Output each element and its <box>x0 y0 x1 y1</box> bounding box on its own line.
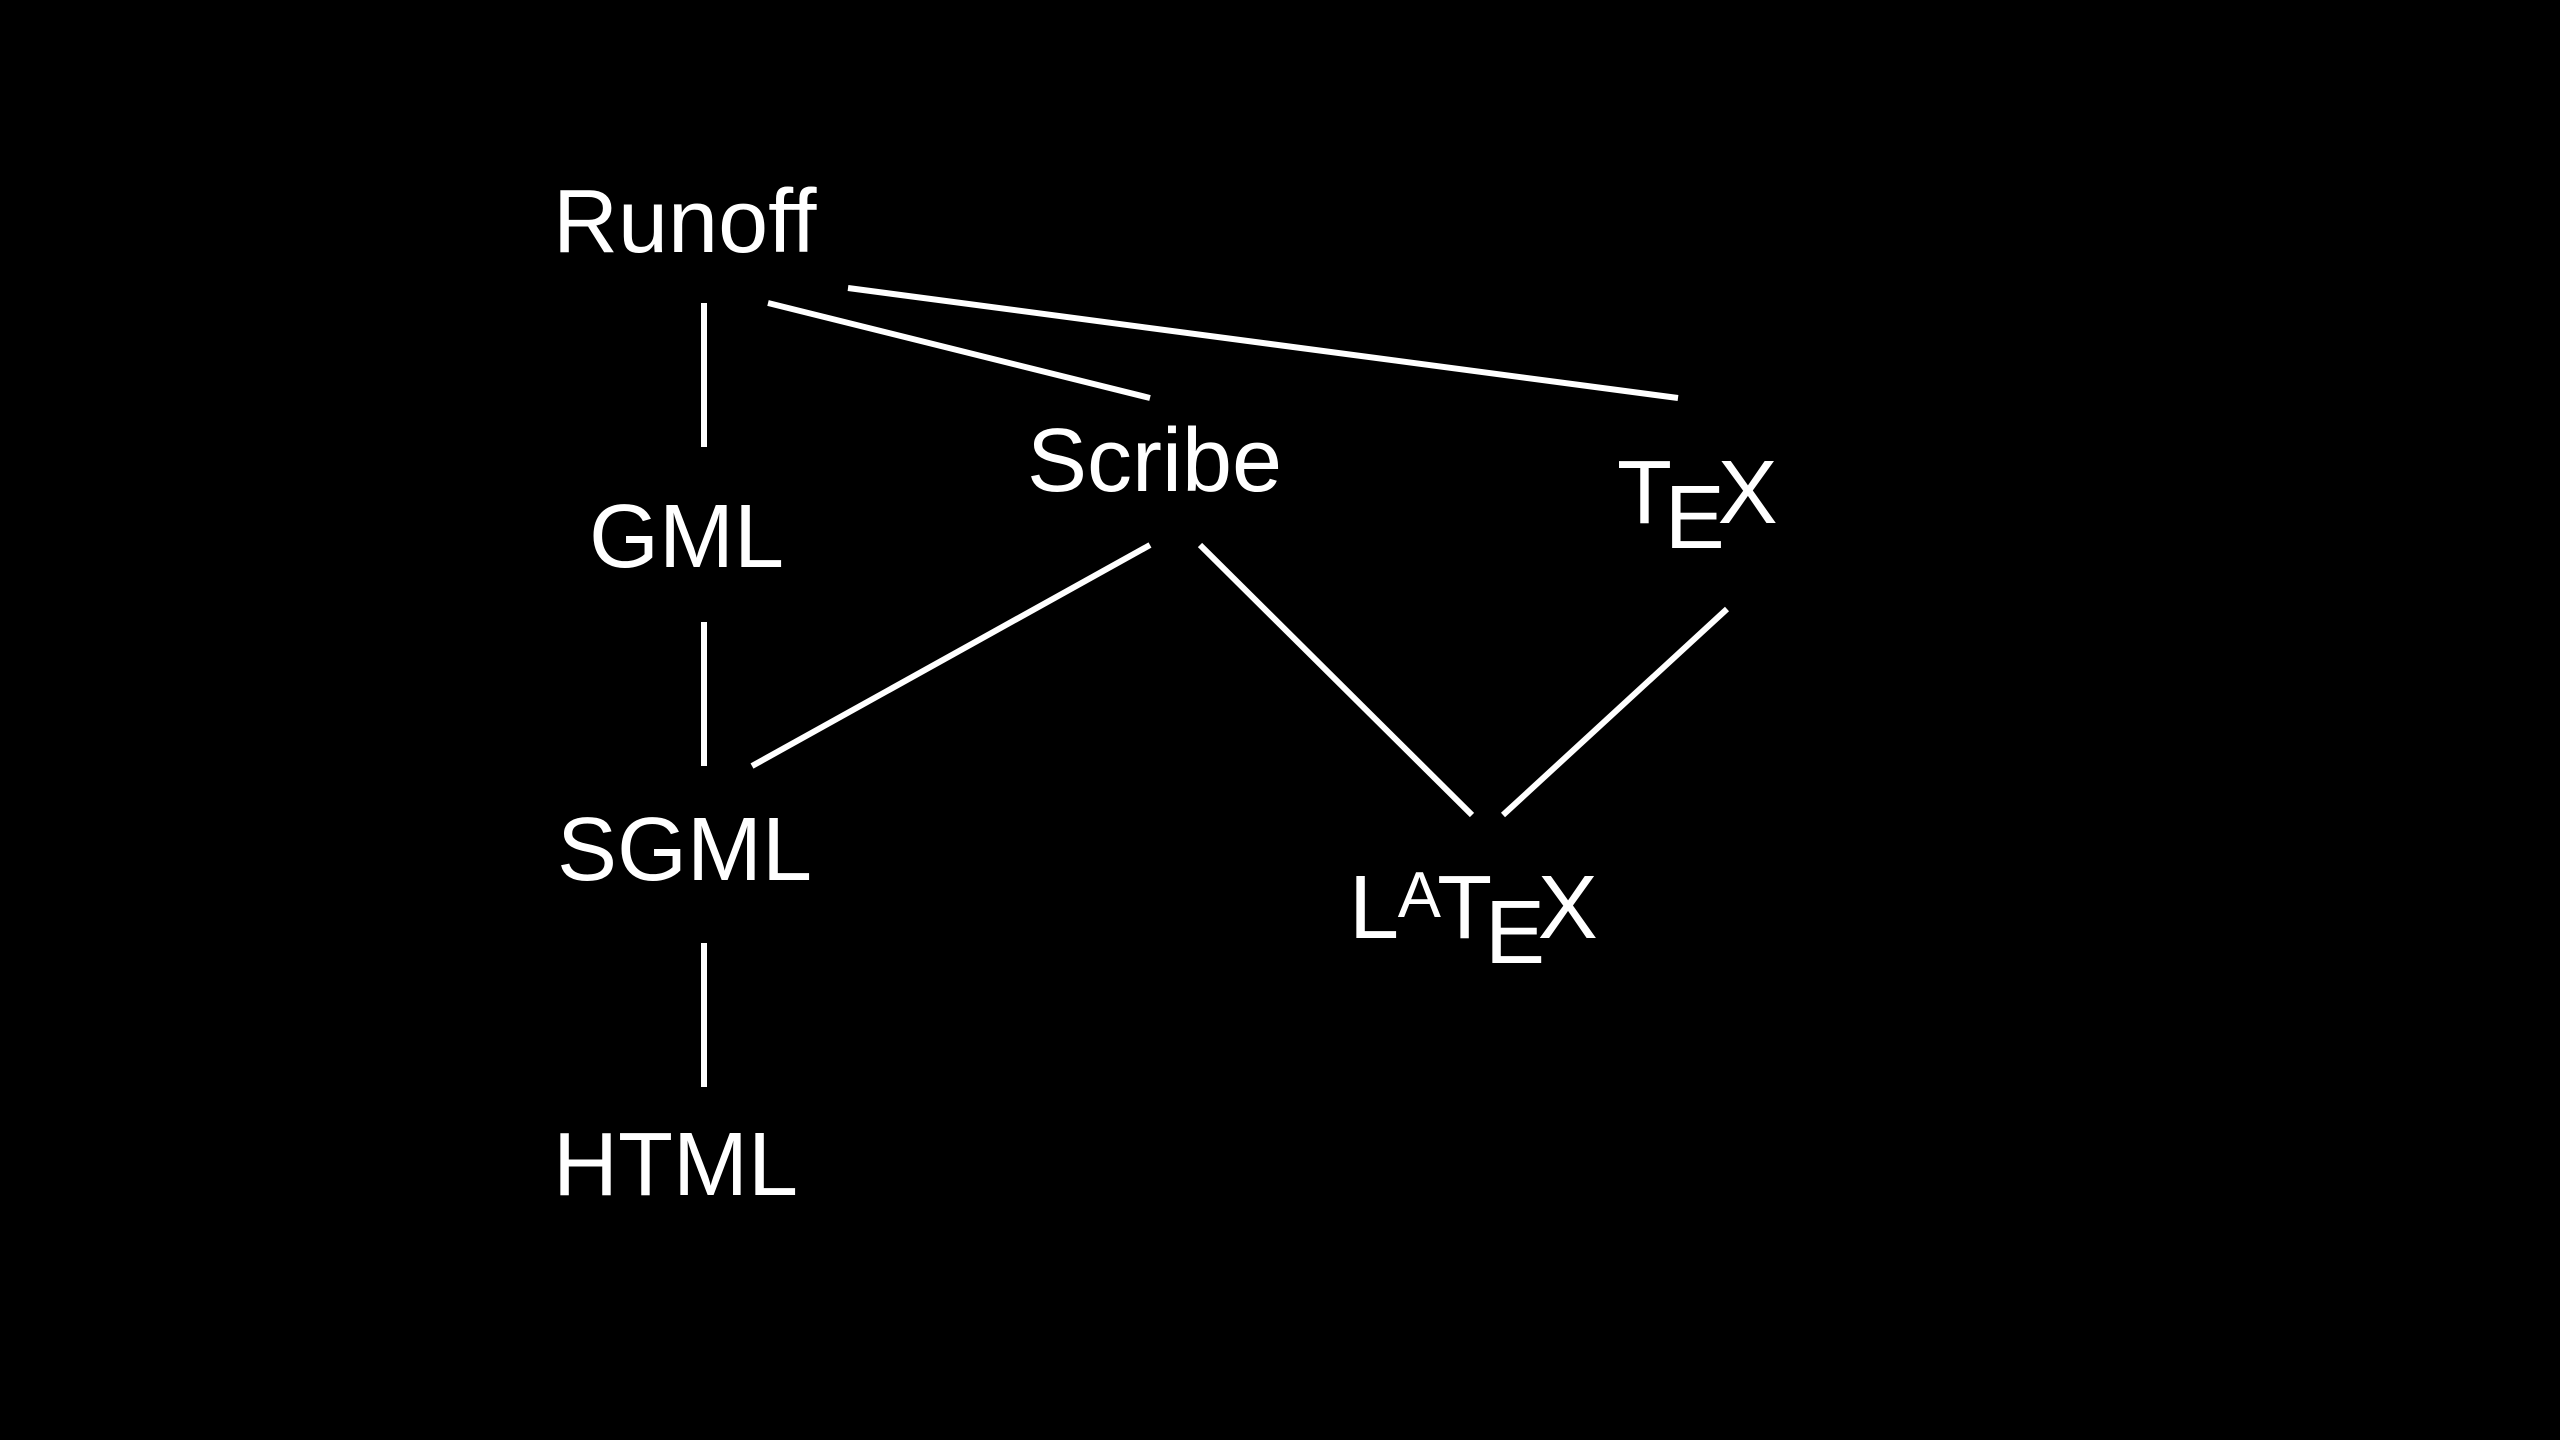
tex-letter-x: X <box>1717 443 1778 543</box>
node-tex: TEX <box>1617 448 1778 563</box>
tex-letter-e: E <box>1664 468 1725 569</box>
node-latex: LATEX <box>1349 858 1598 978</box>
edge-scribe-sgml <box>750 542 1152 769</box>
node-html: HTML <box>553 1115 798 1215</box>
node-runoff: Runoff <box>553 172 817 272</box>
edge-scribe-latex <box>1197 542 1475 818</box>
latex-letter-l: L <box>1349 858 1400 958</box>
node-gml: GML <box>589 487 785 587</box>
node-sgml: SGML <box>557 800 813 900</box>
latex-letter-t: T <box>1437 858 1493 958</box>
edge-runoff-tex <box>847 285 1679 401</box>
latex-letter-a: A <box>1397 858 1442 932</box>
node-scribe: Scribe <box>1027 411 1283 511</box>
edge-tex-latex <box>1500 606 1730 818</box>
latex-letter-x: X <box>1537 858 1598 958</box>
latex-letter-e: E <box>1484 883 1545 984</box>
edge-runoff-scribe <box>767 300 1151 401</box>
tex-letter-t: T <box>1617 443 1672 543</box>
